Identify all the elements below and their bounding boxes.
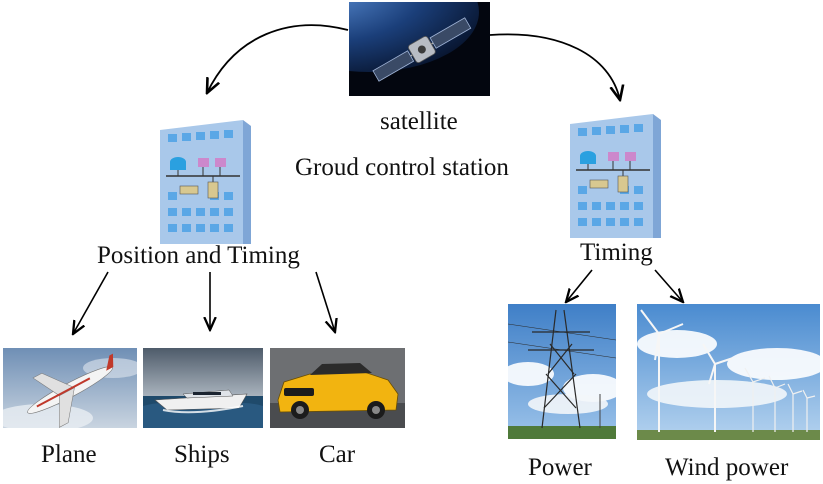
arrow-to-plane bbox=[73, 271, 109, 334]
target-label-plane: Plane bbox=[41, 441, 97, 468]
arrow-satellite-to-right-station bbox=[489, 33, 620, 100]
arrow-to-wind-power bbox=[654, 269, 683, 302]
branch-label-timing: Timing bbox=[580, 239, 653, 266]
arrow-to-power bbox=[566, 269, 593, 302]
ground-station-label: Groud control station bbox=[295, 154, 509, 181]
ground-station-building-icon-right bbox=[568, 114, 663, 238]
arrow-to-car bbox=[315, 271, 335, 332]
wind-turbine-photo bbox=[637, 304, 820, 440]
target-label-ships: Ships bbox=[174, 441, 230, 468]
satellite-icon bbox=[349, 2, 490, 96]
satellite-label: satellite bbox=[380, 108, 458, 135]
plane-photo bbox=[3, 348, 137, 428]
ground-station-building-icon bbox=[158, 120, 253, 244]
target-label-wind-power: Wind power bbox=[665, 454, 789, 481]
branch-label-position-timing: Position and Timing bbox=[97, 242, 300, 269]
target-label-car: Car bbox=[319, 441, 356, 468]
arrow-satellite-to-left-station bbox=[207, 24, 349, 93]
car-photo bbox=[270, 348, 405, 428]
target-label-power: Power bbox=[528, 454, 592, 481]
ship-photo bbox=[143, 348, 263, 428]
power-tower-photo bbox=[508, 304, 616, 439]
